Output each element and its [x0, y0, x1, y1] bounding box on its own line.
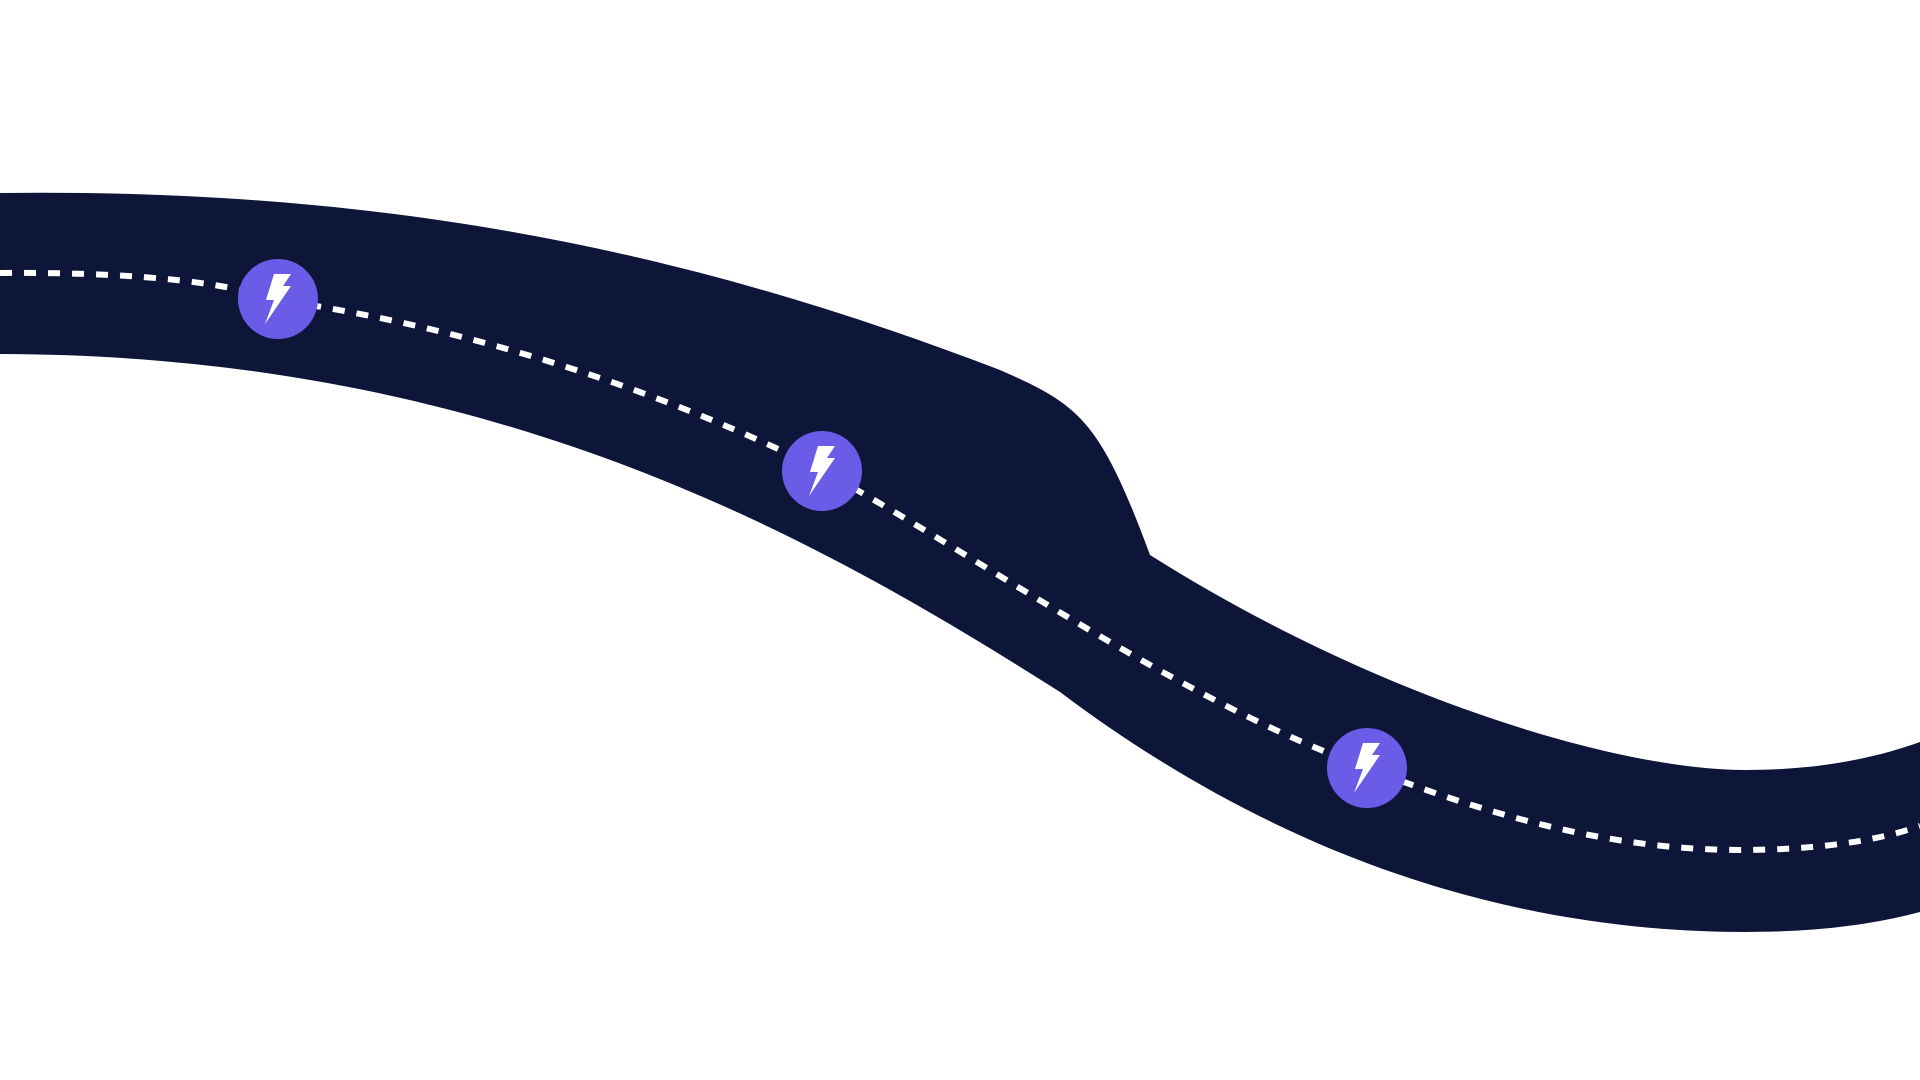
lightning-bolt-icon	[265, 274, 291, 324]
road-center-dashed-line	[0, 269, 1920, 854]
road-band	[0, 192, 1920, 932]
lightning-bolt-icon	[809, 446, 835, 496]
milestone-marker-3[interactable]	[1327, 728, 1407, 808]
lightning-bolt-icon	[1354, 743, 1380, 793]
milestone-marker-1[interactable]	[238, 259, 318, 339]
milestone-marker-2[interactable]	[782, 431, 862, 511]
